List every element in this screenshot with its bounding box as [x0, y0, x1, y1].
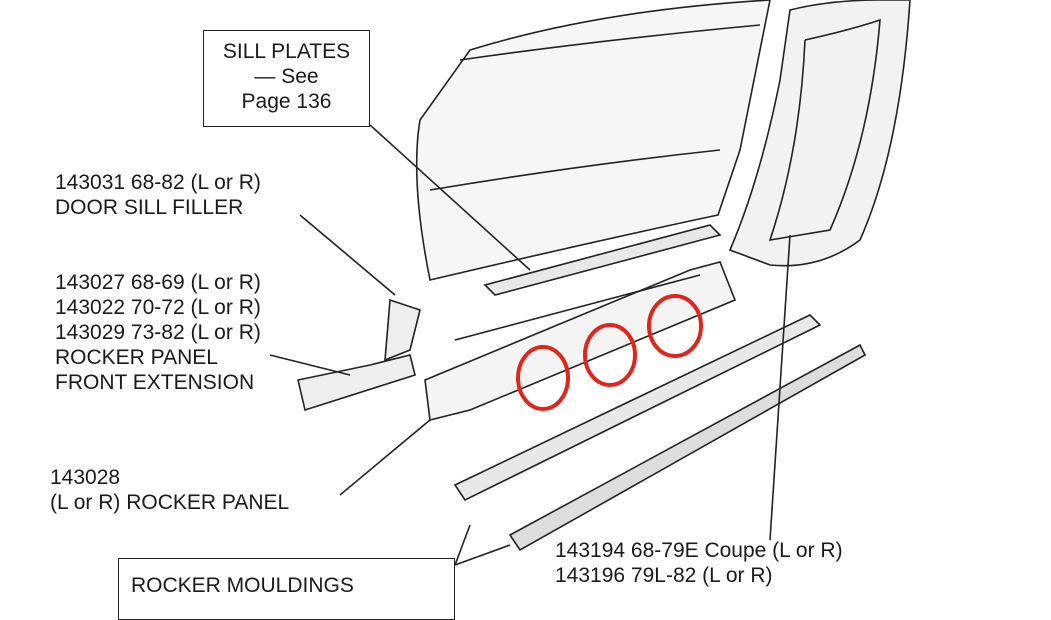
callout-text: 143028 [50, 466, 121, 489]
door-sill-filler-label: 143031 68-82 (L or R) DOOR SILL FILLER [55, 170, 261, 220]
callout-text: 143194 68-79E Coupe (L or R) [555, 539, 843, 562]
door-sill-filler [384, 298, 421, 362]
callout-text: FRONT EXTENSION [55, 371, 255, 394]
moulding-upper [453, 314, 822, 502]
highlight-circles [516, 294, 703, 411]
rocker-panel [424, 261, 737, 421]
rocker-mouldings-box: ROCKER MOULDINGS [118, 558, 455, 620]
mouldings-label: 143194 68-79E Coupe (L or R) 143196 79L-… [555, 538, 843, 588]
callout-text: ROCKER PANEL [55, 346, 218, 369]
callout-text: — See [254, 65, 319, 88]
callout-text: (L or R) ROCKER PANEL [50, 491, 290, 514]
highlight-circle [516, 345, 570, 411]
parts-diagram [269, 0, 911, 566]
callout-text: Page 136 [241, 90, 332, 113]
highlight-circle [583, 323, 637, 387]
callout-text: 143029 73-82 (L or R) [55, 321, 261, 344]
callout-text: 143022 70-72 (L or R) [55, 296, 261, 319]
moulding-lower [508, 343, 867, 552]
callout-text: SILL PLATES [222, 40, 351, 63]
rear-pillar [728, 0, 911, 267]
highlight-circle [647, 294, 703, 358]
callout-text: 143196 79L-82 (L or R) [555, 564, 773, 587]
sill-plate [483, 224, 722, 296]
rocker-panel-label: 143028 (L or R) ROCKER PANEL [50, 465, 289, 515]
front-extension [297, 354, 416, 412]
front-extension-label: 143027 68-69 (L or R) 143022 70-72 (L or… [55, 270, 261, 395]
callout-text: 143031 68-82 (L or R) [55, 171, 261, 194]
callout-text: ROCKER MOULDINGS [131, 574, 354, 597]
callout-text: 143027 68-69 (L or R) [55, 271, 261, 294]
callout-text: DOOR SILL FILLER [55, 196, 244, 219]
door-panel [415, 0, 771, 281]
sill-plates-box: SILL PLATES — See Page 136 [203, 30, 370, 127]
